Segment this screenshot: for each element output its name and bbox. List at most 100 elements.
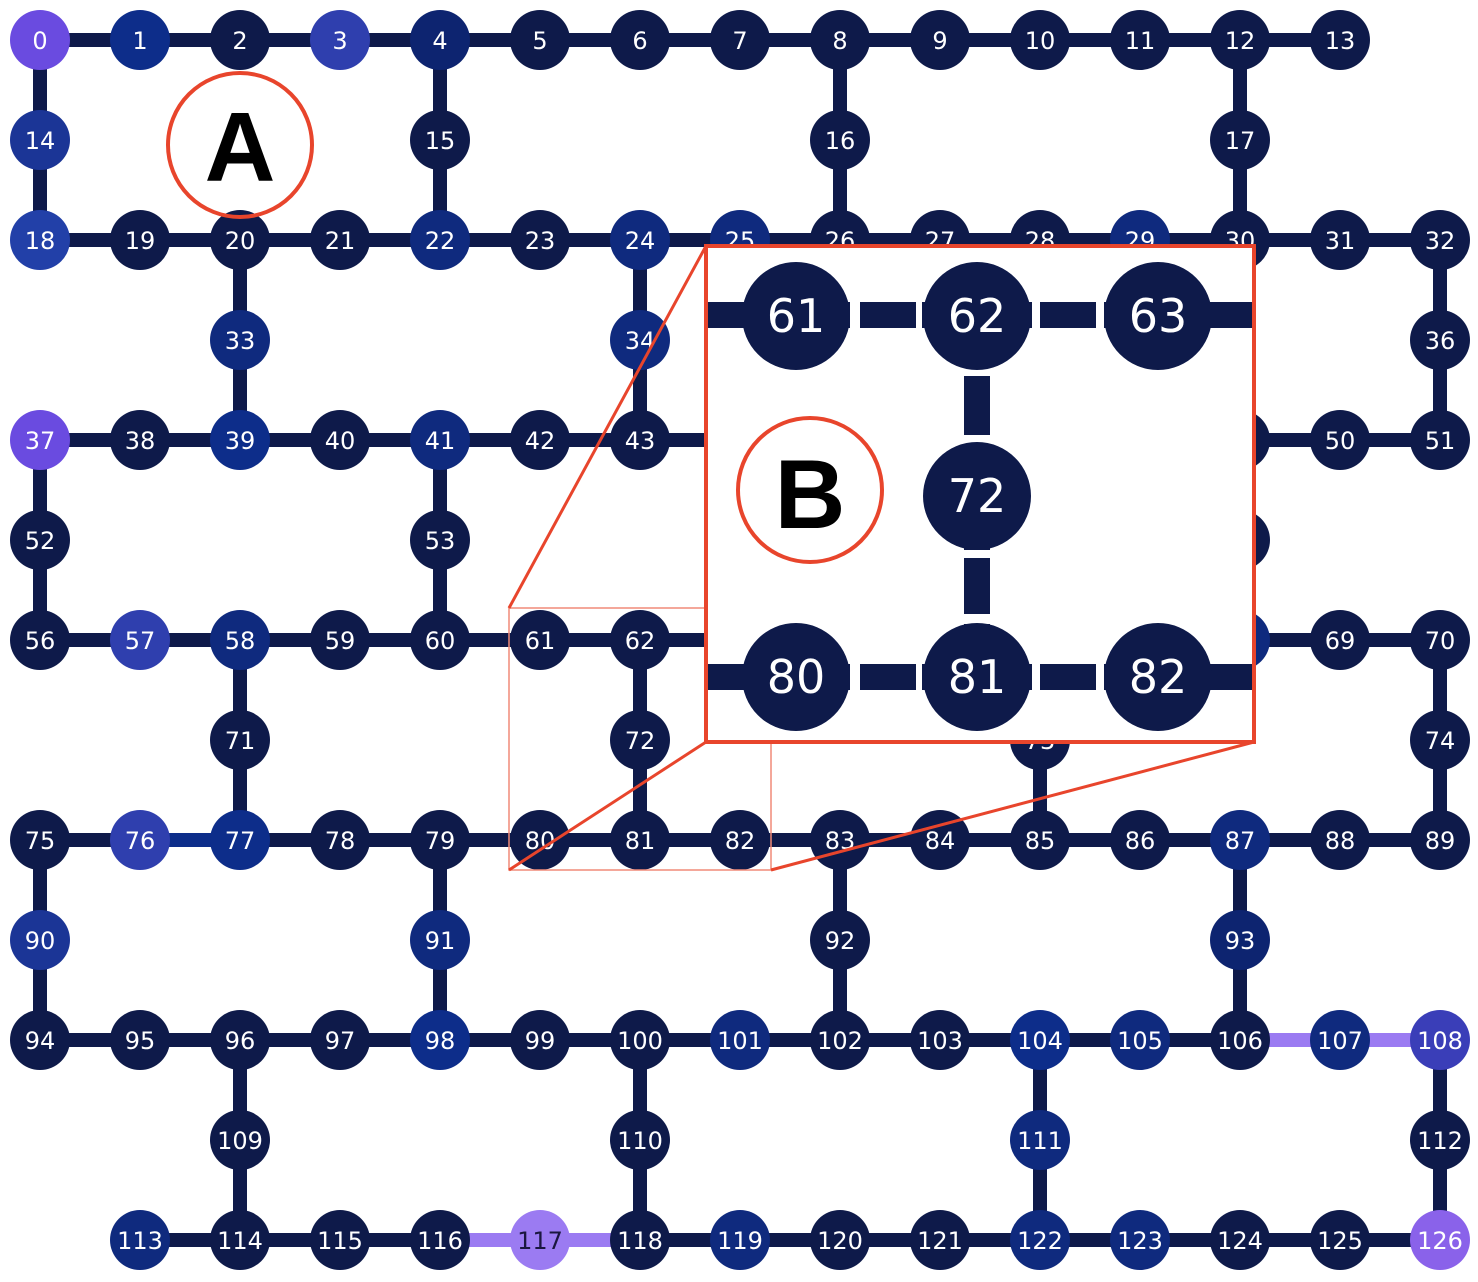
qubit-node: 42 [510, 410, 570, 470]
qubit-circle [410, 1210, 470, 1270]
qubit-label: 81 [625, 827, 656, 855]
qubit-node: 13 [1310, 10, 1370, 70]
qubit-node: 36 [1410, 310, 1470, 370]
qubit-node: 104 [1010, 1010, 1070, 1070]
qubit-label: 4 [432, 27, 447, 55]
qubit-label: 87 [1225, 827, 1256, 855]
zoom-node-label: 63 [1129, 289, 1188, 343]
qubit-label: 124 [1217, 1227, 1263, 1255]
qubit-label: 126 [1417, 1227, 1463, 1255]
qubit-circle [10, 810, 70, 870]
qubit-node: 8 [810, 10, 870, 70]
qubit-node: 93 [1210, 910, 1270, 970]
qubit-node: 50 [1310, 410, 1370, 470]
zoom-node-label: 72 [948, 469, 1007, 523]
qubit-label: 15 [425, 127, 456, 155]
qubit-circle [10, 910, 70, 970]
qubit-circle [1310, 10, 1370, 70]
qubit-node: 85 [1010, 810, 1070, 870]
zoom-node: 82 [1104, 623, 1212, 731]
zoom-node: 61 [742, 262, 850, 370]
qubit-circle [610, 710, 670, 770]
qubit-node: 123 [1110, 1210, 1170, 1270]
qubit-label: 89 [1425, 827, 1456, 855]
qubit-node: 89 [1410, 810, 1470, 870]
qubit-node: 19 [110, 210, 170, 270]
qubit-node: 114 [210, 1210, 270, 1270]
qubit-circle [410, 510, 470, 570]
qubit-circle [610, 1210, 670, 1270]
qubit-label: 72 [625, 727, 656, 755]
qubit-circle [1410, 1010, 1470, 1070]
qubit-circle [610, 210, 670, 270]
qubit-label: 38 [125, 427, 156, 455]
qubit-label: 98 [425, 1027, 456, 1055]
qubit-label: 57 [125, 627, 156, 655]
qubit-circle [310, 10, 370, 70]
qubit-node: 24 [610, 210, 670, 270]
qubit-label: 59 [325, 627, 356, 655]
qubit-node: 17 [1210, 110, 1270, 170]
qubit-label: 123 [1117, 1227, 1163, 1255]
qubit-circle [1010, 10, 1070, 70]
qubit-node: 100 [610, 1010, 670, 1070]
qubit-node: 99 [510, 1010, 570, 1070]
qubit-node: 79 [410, 810, 470, 870]
zoom-node: 81 [923, 623, 1031, 731]
qubit-circle [510, 410, 570, 470]
qubit-circle [1110, 810, 1170, 870]
qubit-node: 117 [510, 1210, 570, 1270]
qubit-label: 19 [125, 227, 156, 255]
qubit-label: 61 [525, 627, 556, 655]
zoom-line-left [508, 740, 707, 872]
qubit-node: 2 [210, 10, 270, 70]
callout-b: B [736, 416, 884, 564]
qubit-node: 6 [610, 10, 670, 70]
qubit-label: 104 [1017, 1027, 1063, 1055]
qubit-label: 115 [317, 1227, 363, 1255]
qubit-node: 109 [210, 1110, 270, 1170]
zoom-node: 80 [742, 623, 850, 731]
qubit-node: 84 [910, 810, 970, 870]
qubit-circle [510, 610, 570, 670]
qubit-label: 121 [917, 1227, 963, 1255]
qubit-node: 76 [110, 810, 170, 870]
qubit-circle [1410, 410, 1470, 470]
qubit-node: 11 [1110, 10, 1170, 70]
zoom-node-label: 61 [767, 289, 826, 343]
qubit-circle [110, 10, 170, 70]
qubit-label: 112 [1417, 1127, 1463, 1155]
qubit-node: 71 [210, 710, 270, 770]
qubit-circle [710, 1010, 770, 1070]
qubit-node: 97 [310, 1010, 370, 1070]
qubit-label: 58 [225, 627, 256, 655]
qubit-node: 23 [510, 210, 570, 270]
qubit-label: 92 [825, 927, 856, 955]
qubit-node: 12 [1210, 10, 1270, 70]
qubit-node: 121 [910, 1210, 970, 1270]
qubit-label: 122 [1017, 1227, 1063, 1255]
qubit-label: 22 [425, 227, 456, 255]
qubit-label: 85 [1025, 827, 1056, 855]
zoom-node: 72 [923, 442, 1031, 550]
qubit-label: 34 [625, 327, 656, 355]
qubit-label: 84 [925, 827, 956, 855]
qubit-label: 120 [817, 1227, 863, 1255]
qubit-node: 98 [410, 1010, 470, 1070]
qubit-node: 124 [1210, 1210, 1270, 1270]
qubit-circle [1310, 610, 1370, 670]
qubit-label: 43 [625, 427, 656, 455]
qubit-circle [810, 1210, 870, 1270]
qubit-node: 80 [510, 810, 570, 870]
qubit-node: 38 [110, 410, 170, 470]
qubit-node: 125 [1310, 1210, 1370, 1270]
qubit-circle [410, 10, 470, 70]
qubit-node: 15 [410, 110, 470, 170]
qubit-label: 14 [25, 127, 56, 155]
qubit-node: 53 [410, 510, 470, 570]
qubit-node: 14 [10, 110, 70, 170]
qubit-label: 32 [1425, 227, 1456, 255]
qubit-circle [710, 10, 770, 70]
zoom-node-label: 82 [1129, 650, 1188, 704]
qubit-circle [910, 1010, 970, 1070]
